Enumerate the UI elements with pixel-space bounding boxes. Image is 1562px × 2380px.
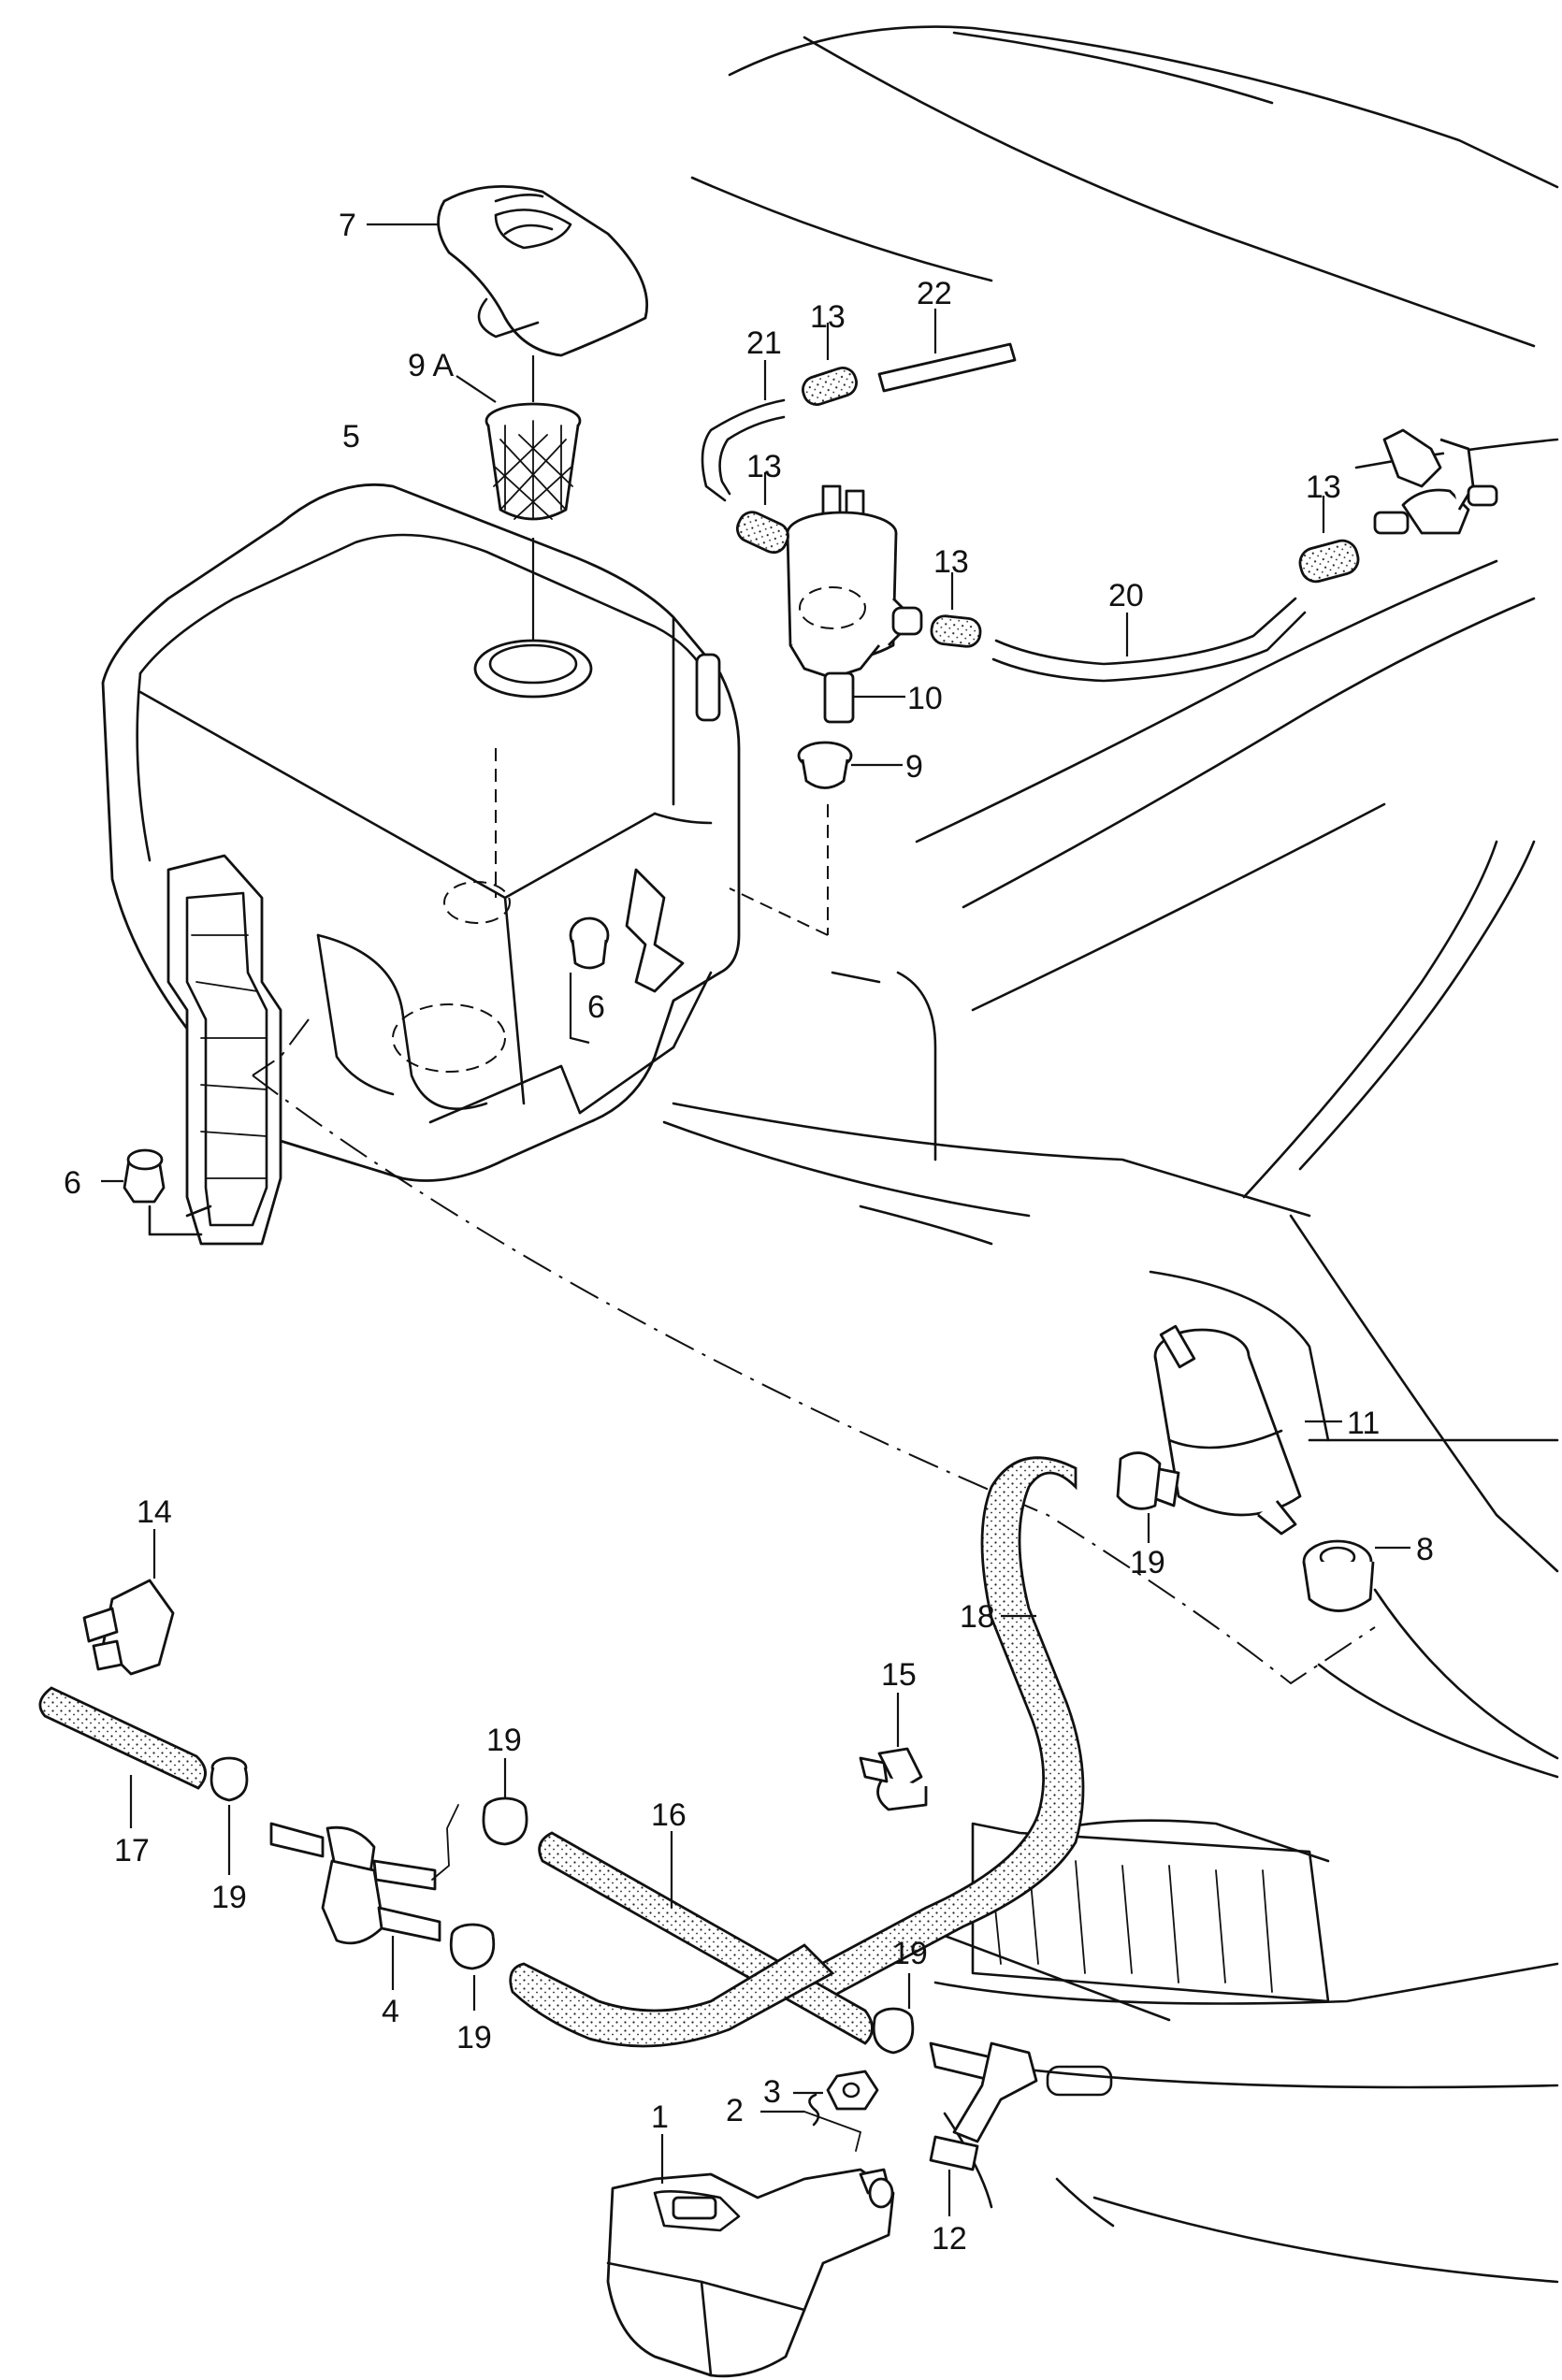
hose-22	[877, 309, 1017, 393]
hose-lower-curved	[509, 1943, 835, 2048]
label-13-mid: 13	[933, 544, 969, 580]
headlight-washer-nozzle	[606, 2134, 895, 2378]
hose-clip-right	[872, 1973, 915, 2055]
label-19-right: 19	[892, 1936, 928, 1971]
windshield-washer-jet	[1373, 428, 1498, 535]
label-19-pump: 19	[1130, 1545, 1165, 1580]
grommet-6-upper	[569, 916, 610, 1045]
label-13-right: 13	[1306, 469, 1341, 505]
hose-clip-mid-upper	[431, 1758, 528, 1881]
label-7: 7	[339, 208, 356, 243]
label-6-lower: 6	[64, 1165, 81, 1201]
label-3: 3	[763, 2074, 781, 2110]
label-17: 17	[114, 1833, 150, 1868]
routing-line-tank	[252, 1018, 310, 1076]
label-20: 20	[1108, 578, 1144, 613]
pump-grommet-8	[1302, 1539, 1410, 1612]
label-18: 18	[960, 1599, 995, 1635]
hose-21	[701, 360, 786, 502]
headlight-washer-pump	[1147, 1324, 1342, 1536]
windshield-washer-pump	[786, 484, 923, 724]
hose-clip-mid-lower	[449, 1923, 496, 2011]
label-9A: 9 A	[408, 348, 454, 383]
hose-retainer-14	[82, 1529, 175, 1676]
bolt-6-lower	[101, 1148, 166, 1204]
nozzle-supply-pipe	[929, 2041, 1038, 2216]
t-connector-valve	[269, 1822, 441, 1990]
label-13-top: 13	[810, 299, 846, 335]
hose-clip-upper	[1116, 1451, 1162, 1543]
label-13-left: 13	[746, 449, 782, 484]
label-10: 10	[907, 681, 943, 716]
label-21: 21	[746, 325, 782, 361]
filler-strainer	[456, 355, 582, 641]
callout-labels: 1 2 3 4 5 6 6 7 8 9 9 A 10 11 12 13 13 1…	[64, 208, 1434, 2257]
label-5: 5	[342, 419, 360, 454]
label-9: 9	[905, 749, 923, 785]
hose-17	[38, 1686, 207, 1828]
nut-and-washer	[760, 2070, 879, 2152]
label-2: 2	[726, 2093, 744, 2128]
label-14: 14	[137, 1494, 172, 1530]
routing-line	[252, 1075, 1376, 1685]
label-22: 22	[917, 276, 952, 311]
reservoir-cap	[367, 184, 649, 357]
hose-20	[991, 597, 1307, 683]
tank-mounting-bracket	[148, 854, 282, 1246]
label-12: 12	[932, 2221, 967, 2257]
label-16: 16	[651, 1797, 687, 1833]
label-11: 11	[1347, 1406, 1380, 1441]
label-19-mid-upper: 19	[486, 1723, 522, 1758]
label-19-mid-lower: 19	[456, 2020, 492, 2055]
label-8: 8	[1416, 1532, 1434, 1567]
hose-connectors	[735, 323, 1360, 648]
headlight-washer-hose-main	[792, 1456, 1085, 2003]
pump-grommet	[729, 741, 903, 936]
car-body-outline	[662, 25, 1559, 2284]
label-19-left: 19	[211, 1880, 247, 1915]
label-15: 15	[881, 1657, 917, 1693]
label-6-upper: 6	[587, 989, 605, 1025]
label-4: 4	[382, 1994, 399, 2029]
hose-clip-left	[210, 1756, 249, 1875]
hose-clip-15	[859, 1693, 928, 1811]
label-1: 1	[651, 2099, 669, 2135]
